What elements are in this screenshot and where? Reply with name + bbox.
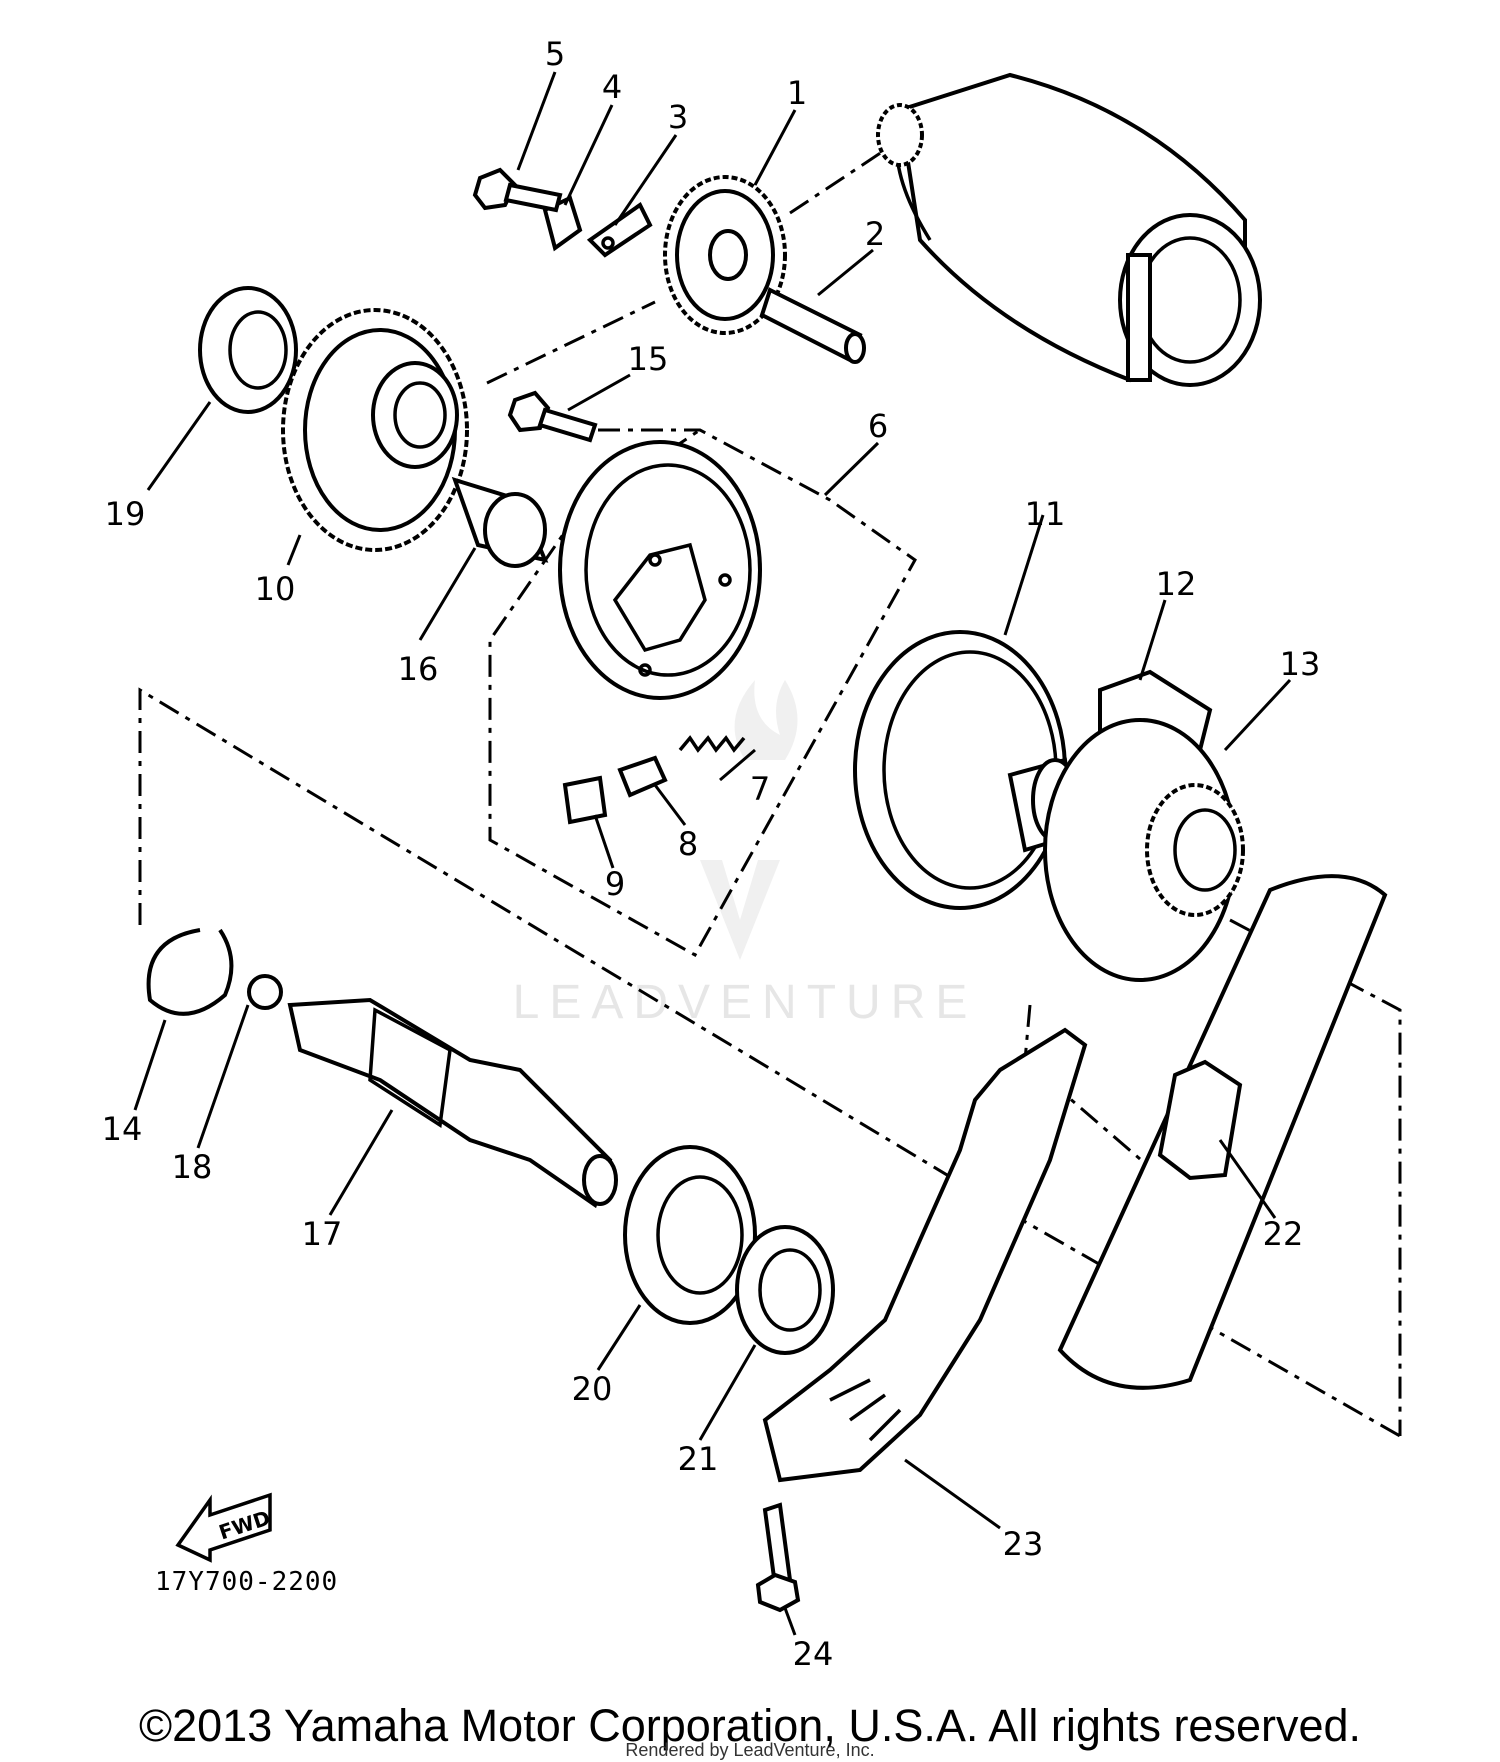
part-8-plunger (617, 755, 668, 798)
callout-19: 19 (105, 495, 146, 533)
callout-18: 18 (172, 1148, 213, 1186)
part-14-circlip (146, 928, 234, 1016)
callout-13: 13 (1280, 645, 1321, 683)
part-9-roller (562, 775, 608, 825)
callout-7: 7 (750, 770, 770, 808)
part-20-bearing (623, 1145, 757, 1325)
part-11-clutch-hub (853, 630, 1079, 910)
callout-9: 9 (605, 865, 625, 903)
callout-5: 5 (545, 35, 565, 73)
callout-21: 21 (678, 1440, 719, 1478)
copyright-notice: ©2013 Yamaha Motor Corporation, U.S.A. A… (138, 1700, 1362, 1751)
callout-1: 1 (787, 74, 807, 112)
part-22-guide (1157, 1059, 1243, 1181)
callout-16: 16 (398, 650, 439, 688)
part-23-chain-guide (762, 1027, 1088, 1483)
starter-motor (876, 72, 1262, 387)
watermark-text: LEADVENTURE (513, 976, 978, 1029)
callout-20: 20 (572, 1370, 613, 1408)
part-16-collar (451, 476, 549, 568)
callout-12: 12 (1156, 565, 1197, 603)
diagram-code: 17Y700-2200 (155, 1567, 338, 1597)
part-17-shaft (287, 997, 618, 1209)
part-3-plate (586, 202, 653, 258)
part-13-gear-drum (1043, 718, 1245, 982)
callout-14: 14 (102, 1110, 143, 1148)
callout-2: 2 (865, 215, 885, 253)
leader-lines (133, 71, 1292, 1636)
part-10-idler-gear (281, 308, 469, 552)
callout-10: 10 (255, 570, 296, 608)
leadventure-watermark: LEADVENTURE (513, 680, 978, 1029)
callout-8: 8 (678, 825, 698, 863)
part-21-oil-seal (735, 1225, 835, 1355)
callout-3: 3 (668, 98, 688, 136)
callout-6: 6 (868, 407, 888, 445)
callout-22: 22 (1263, 1215, 1304, 1253)
part-19-bearing (198, 286, 298, 414)
rendered-by-note: Rendered by LeadVenture, Inc. (625, 1740, 875, 1760)
part-5-bolt (472, 167, 563, 213)
part-6-clutch-assy (558, 440, 762, 700)
callout-4: 4 (602, 68, 622, 106)
callout-17: 17 (302, 1215, 343, 1253)
callout-24: 24 (793, 1635, 834, 1673)
callout-11: 11 (1025, 495, 1066, 533)
callout-15: 15 (628, 340, 669, 378)
part-15-bolt (507, 390, 598, 443)
fwd-direction-marker: FWD (175, 1492, 273, 1563)
part-7-spring (678, 735, 746, 753)
callout-23: 23 (1003, 1525, 1044, 1563)
callout-numbers: 5 4 3 1 2 15 6 19 10 16 11 12 13 7 8 9 1… (102, 35, 1321, 1673)
part-18-ball (247, 974, 283, 1010)
part-1-sprocket (663, 175, 787, 335)
part-2-pin (759, 287, 866, 364)
part-24-screw (755, 1502, 801, 1613)
